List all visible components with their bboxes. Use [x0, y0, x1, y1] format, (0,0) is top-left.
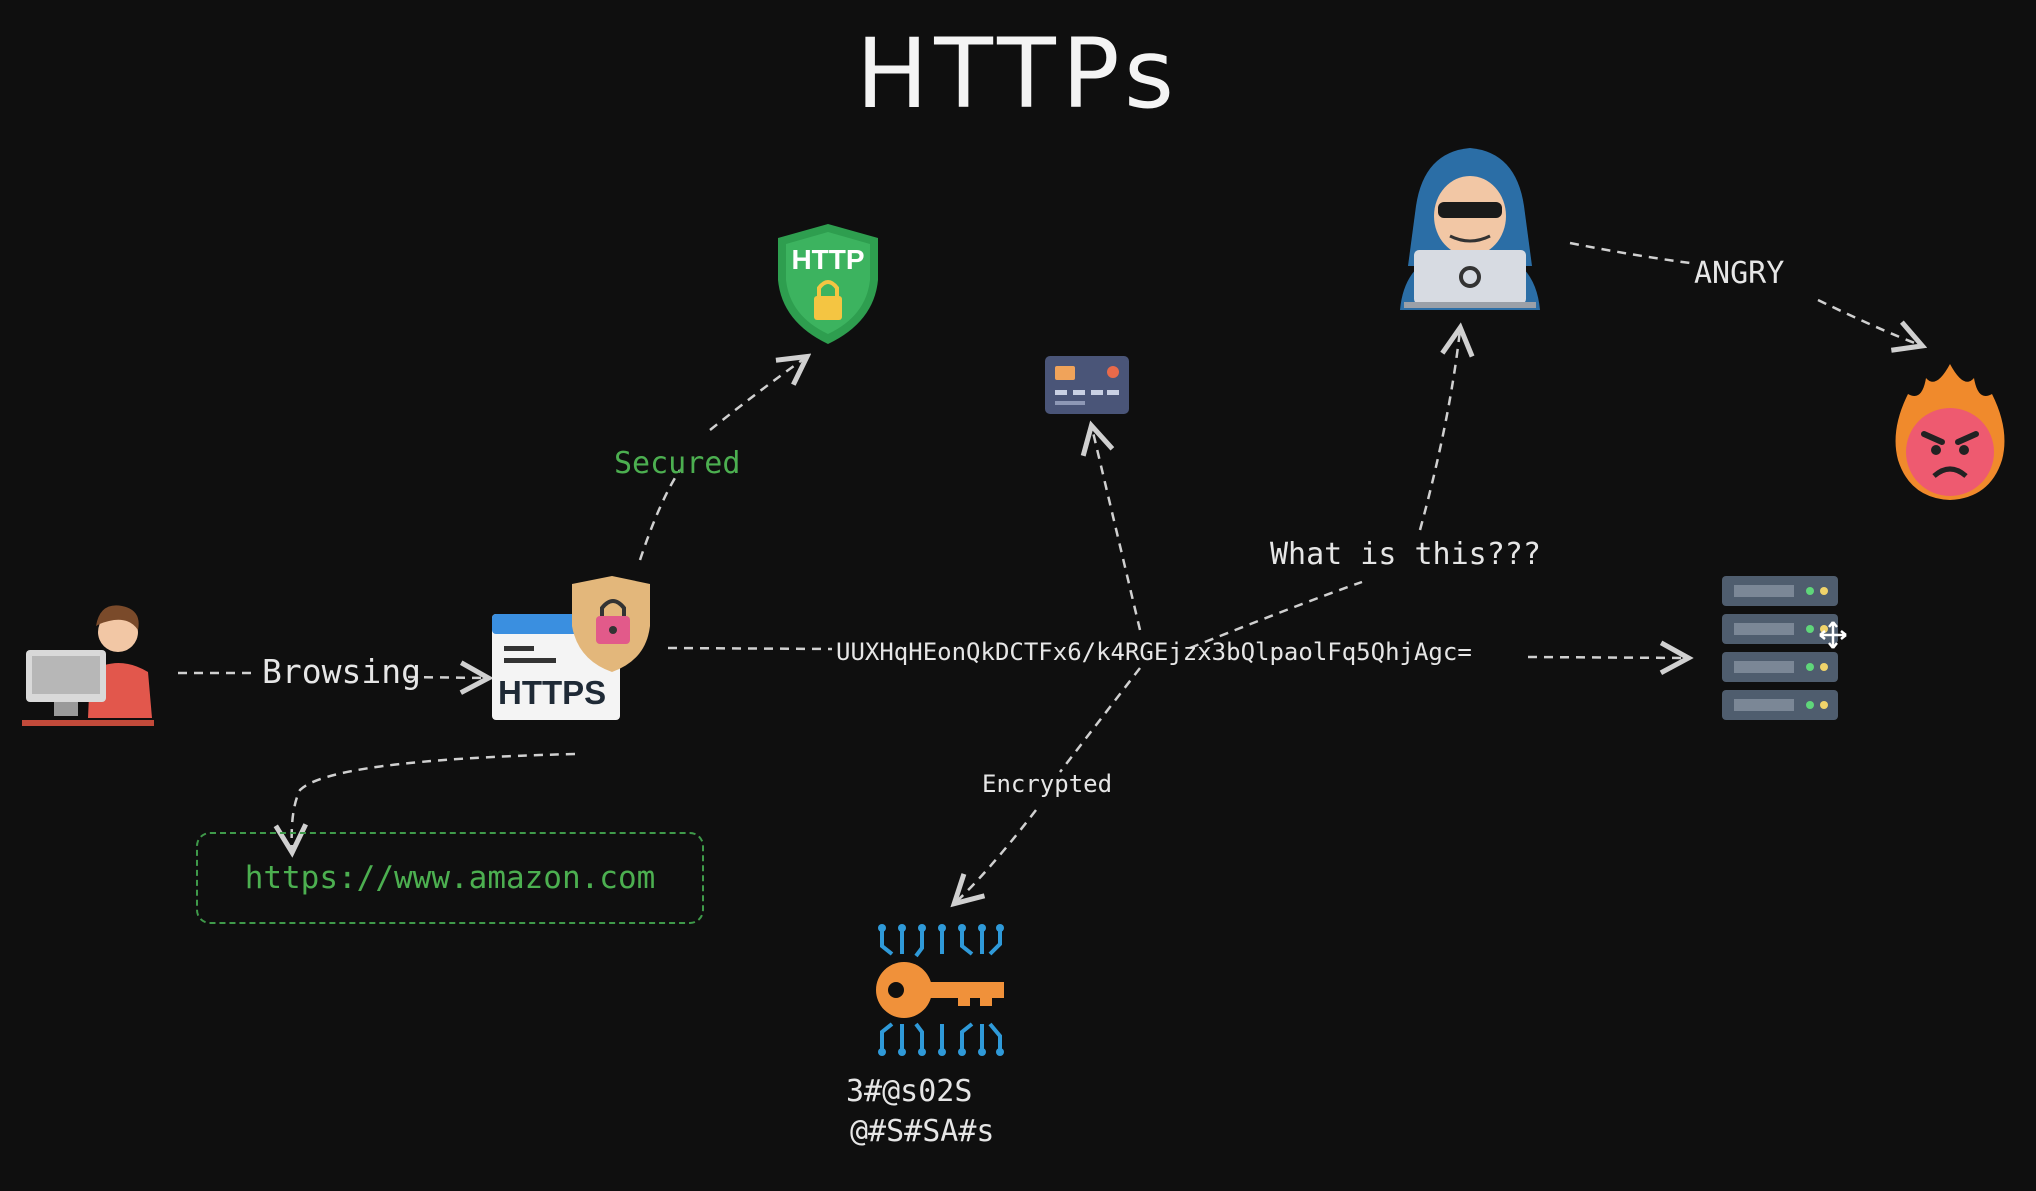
- credit-card-icon: [1045, 356, 1129, 414]
- arrow-https-to-string: [667, 646, 833, 651]
- encrypted-label: Encrypted: [982, 770, 1113, 798]
- hacker-icon: [1390, 146, 1550, 310]
- diagram-title: HTTPs: [856, 18, 1180, 130]
- digital-key-icon: [872, 924, 1008, 1056]
- angry-label: ANGRY: [1694, 256, 1785, 291]
- secured-label: Secured: [614, 446, 741, 481]
- url-box: https://www.amazon.com: [196, 832, 704, 924]
- arrow-angry-to-face: [1817, 298, 1920, 345]
- user-at-computer-icon: [22, 596, 162, 732]
- browsing-label: Browsing: [262, 652, 421, 691]
- arrow-center-to-hacker: [1189, 330, 1460, 650]
- arrow-https-to-url: [292, 752, 576, 850]
- shield-text: HTTP: [791, 244, 865, 275]
- arrow-hacker-to-angry: [1569, 241, 1691, 265]
- url-text: https://www.amazon.com: [244, 860, 656, 896]
- https-badge-label: HTTPS: [498, 674, 607, 711]
- arrow-https-to-shield: [638, 358, 805, 561]
- https-browser-icon: HTTPS: [490, 574, 652, 724]
- encrypted-string: UUXHqHEonQkDCTFx6/k4RGEjzx3bQlpaolFq5Qhj…: [836, 638, 1472, 666]
- angry-face-icon: [1890, 360, 2010, 502]
- arrow-browsing-to-https: [407, 677, 486, 678]
- arrow-center-to-key: [956, 667, 1141, 902]
- move-cursor-icon: [1818, 620, 1848, 650]
- arrow-string-to-server: [1527, 657, 1686, 658]
- http-shield-icon: HTTP: [774, 222, 882, 346]
- key-text-line1: 3#@s02S: [846, 1074, 973, 1109]
- server-icon: [1722, 574, 1840, 728]
- arrow-center-to-card: [1092, 428, 1142, 631]
- key-text-line2: @#S#SA#s: [850, 1114, 995, 1149]
- what-is-this-label: What is this???: [1270, 537, 1541, 572]
